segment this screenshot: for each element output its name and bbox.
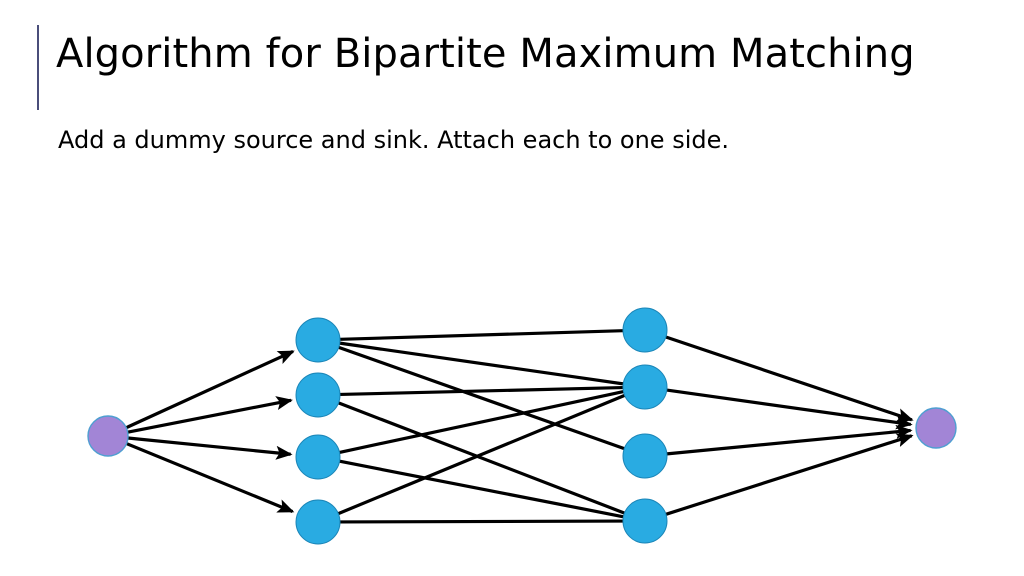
graph-edge-L1-to-R3 <box>338 345 625 451</box>
edge-layer <box>125 329 914 524</box>
graph-node-L3 <box>295 434 341 480</box>
page-title: Algorithm for Bipartite Maximum Matching <box>56 31 915 77</box>
graph-svg <box>87 307 957 545</box>
graph-edge-source-to-L4 <box>125 442 295 514</box>
graph-node-source <box>87 415 129 457</box>
graph-edge-source-to-L2 <box>127 396 293 434</box>
graph-node-R4 <box>622 498 668 544</box>
graph-edge-source-to-L3 <box>127 436 293 460</box>
graph-edge-R4-to-sink <box>665 433 914 516</box>
title-accent-bar <box>37 25 39 110</box>
graph-node-R1 <box>622 307 668 353</box>
graph-node-R2 <box>622 364 668 410</box>
slide-subtitle: Add a dummy source and sink. Attach each… <box>58 126 729 154</box>
graph-edge-L3-to-R2 <box>339 390 624 454</box>
graph-node-L1 <box>295 317 341 363</box>
graph-edge-L2-to-R4 <box>337 401 626 515</box>
node-layer <box>87 307 957 545</box>
graph-edge-L1-to-R1 <box>339 329 624 341</box>
graph-edge-source-to-L1 <box>125 349 295 430</box>
graph-node-L2 <box>295 372 341 418</box>
graph-edge-L4-to-R2 <box>337 393 626 516</box>
graph-node-sink <box>915 407 957 449</box>
graph-node-L4 <box>295 499 341 545</box>
bipartite-flow-network-diagram <box>0 170 1024 570</box>
graph-edge-R1-to-sink <box>665 335 914 422</box>
graph-node-R3 <box>622 433 668 479</box>
graph-edge-R2-to-sink <box>666 388 913 430</box>
graph-edge-R3-to-sink <box>666 424 913 456</box>
graph-edge-L1-to-R2 <box>339 341 624 386</box>
graph-edge-L4-to-R4 <box>339 519 624 524</box>
graph-edge-L2-to-R2 <box>339 385 624 397</box>
graph-edge-L3-to-R4 <box>339 459 624 519</box>
